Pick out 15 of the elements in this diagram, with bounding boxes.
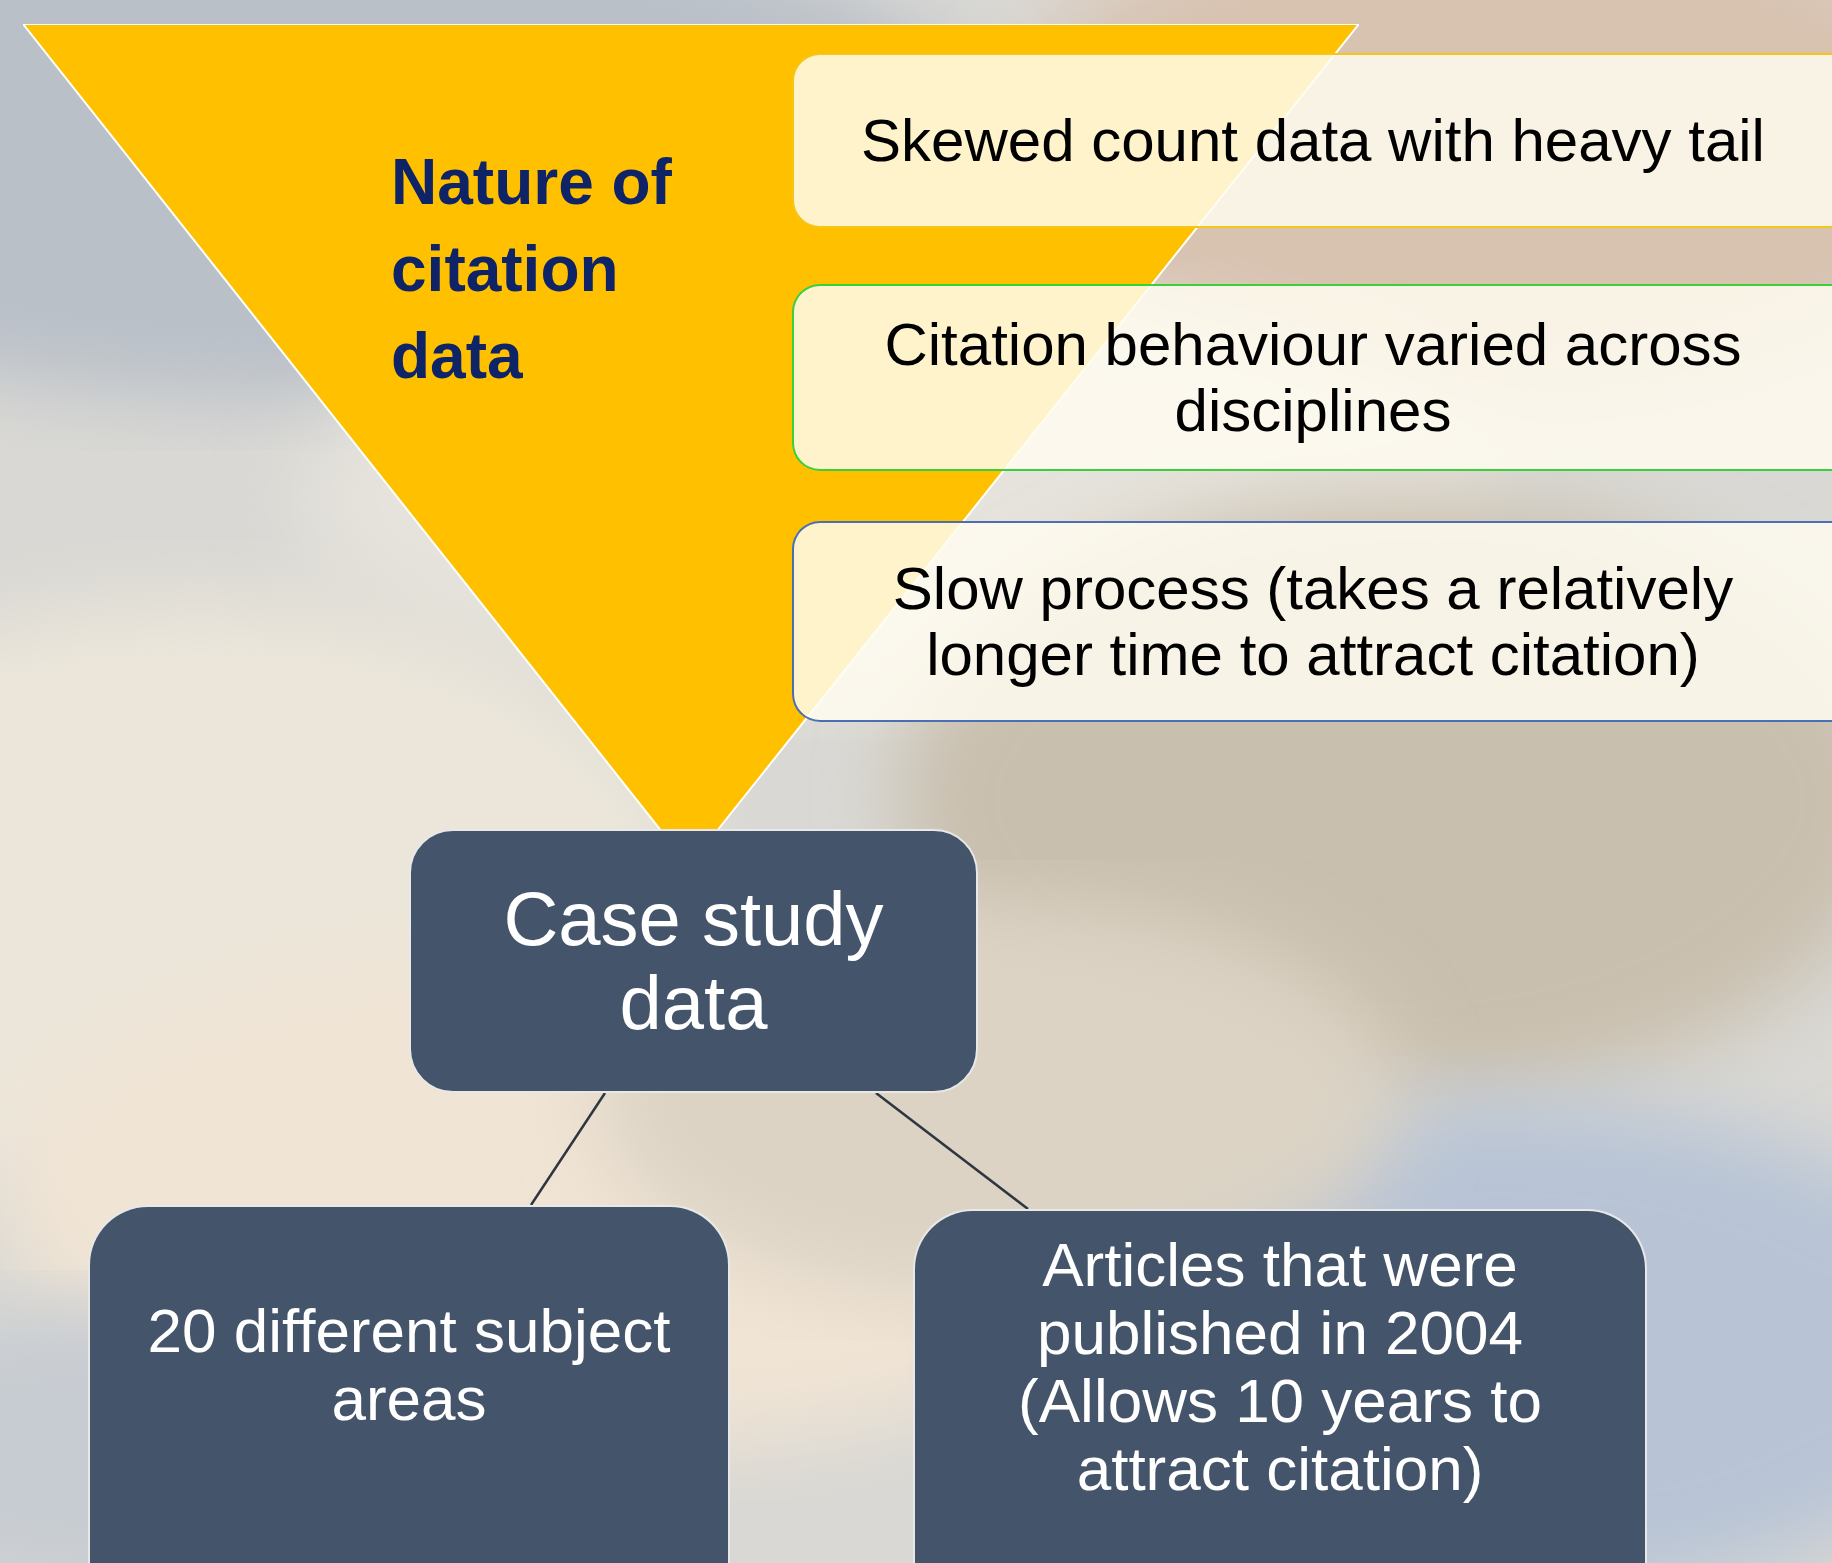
process-box: [88, 1205, 730, 1563]
box-text: Skewed count data with heavy tail: [861, 107, 1765, 174]
connector-line: [529, 1092, 607, 1206]
box-text: Case study data: [502, 877, 885, 1045]
process-box: [409, 829, 978, 1093]
point-box: [792, 521, 1832, 722]
box-text: Articles that were published in 2004 (Allows 10 years to attract citation): [1017, 1230, 1543, 1504]
process-box: [913, 1209, 1647, 1563]
box-text: Citation behaviour varied across disciplines: [883, 311, 1743, 444]
point-box: [792, 53, 1832, 228]
point-box: [792, 284, 1832, 471]
heading: Nature of citation data: [391, 145, 673, 395]
box-text: 20 different subject areas: [146, 1296, 672, 1434]
box-text: Slow process (takes a relatively longer time to attract citation): [891, 555, 1735, 688]
connector-line: [875, 1092, 1029, 1210]
